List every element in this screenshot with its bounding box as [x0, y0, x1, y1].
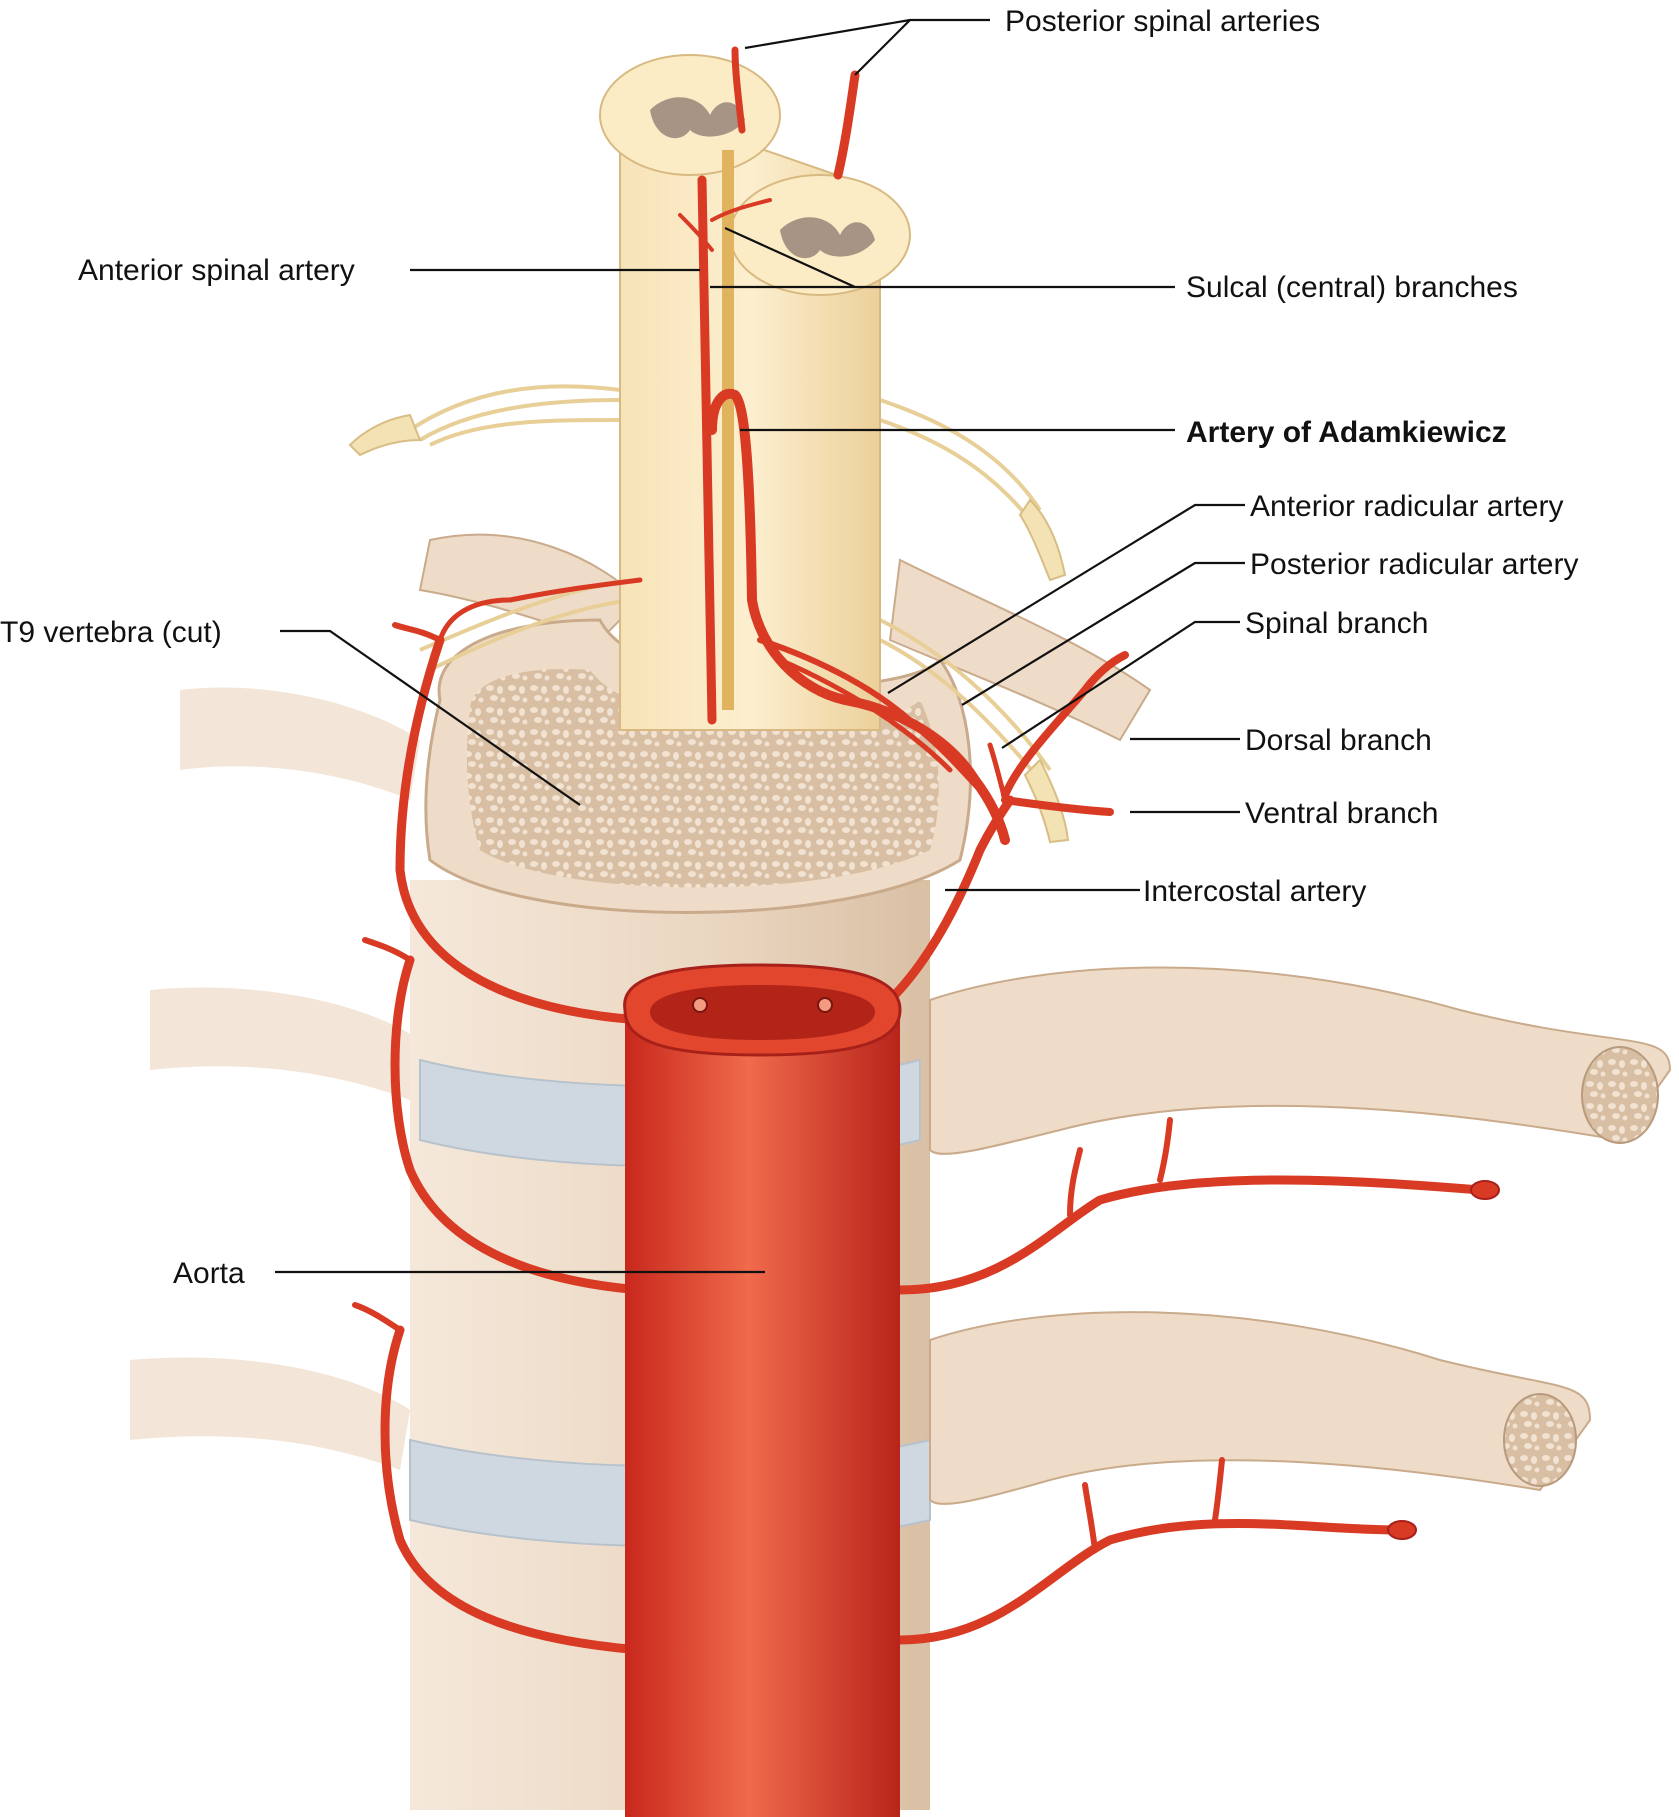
cancellous-bone-icon: [467, 669, 939, 888]
grey-matter-upper: [650, 97, 745, 139]
labels: Posterior spinal arteries Anterior spina…: [0, 5, 1578, 1290]
leader-posterior-radicular: [961, 561, 1245, 706]
cut-rib-end-lower: [1503, 1393, 1577, 1487]
label-artery-of-adamkiewicz: Artery of Adamkiewicz: [1186, 416, 1507, 449]
intercostal-artery-t9: [885, 795, 1015, 1005]
leader-posterior-spinal-left: [744, 18, 990, 50]
left-ribs: [130, 687, 420, 1470]
label-anterior-radicular-artery: Anterior radicular artery: [1250, 490, 1563, 523]
spinal-nerves: [348, 413, 1070, 844]
aorta: [623, 963, 902, 1817]
ventral-branch: [1001, 796, 1114, 816]
label-posterior-spinal-arteries: Posterior spinal arteries: [1005, 5, 1320, 38]
spinal-cord: [599, 54, 911, 731]
artery-cut-ends: [1387, 1180, 1500, 1540]
posterior-spinal-artery-right: [833, 70, 860, 180]
grey-matter-lower: [780, 217, 875, 259]
label-dorsal-branch: Dorsal branch: [1245, 724, 1432, 757]
leader-posterior-spinal-right: [854, 19, 911, 76]
cut-rib-end-upper: [1581, 1046, 1659, 1144]
arteries: [352, 46, 1485, 1655]
aorta-lumen-icon: [650, 985, 875, 1040]
nerve-roots: [408, 384, 1052, 782]
leader-lines: [275, 18, 1245, 1274]
right-ribs: [929, 966, 1672, 1505]
anterior-radicular-artery: [757, 637, 993, 803]
intercostal-artery-lower-2: [895, 1518, 1405, 1645]
anterior-spinal-artery: [697, 175, 717, 725]
label-aorta: Aorta: [173, 1257, 245, 1290]
label-ventral-branch: Ventral branch: [1245, 797, 1438, 830]
label-spinal-branch: Spinal branch: [1245, 607, 1428, 640]
leader-anterior-radicular: [887, 503, 1245, 694]
left-segmental-artery: [395, 635, 645, 1025]
label-t9-vertebra: T9 vertebra (cut): [0, 616, 222, 649]
label-posterior-radicular-artery: Posterior radicular artery: [1250, 548, 1578, 581]
label-sulcal-branches: Sulcal (central) branches: [1186, 271, 1518, 304]
leader-spinal-branch: [1001, 620, 1240, 749]
label-anterior-spinal-artery: Anterior spinal artery: [78, 254, 355, 287]
leader-t9-vertebra: [280, 629, 581, 806]
posterior-spinal-artery-left: [731, 46, 746, 134]
posterior-radicular-artery: [777, 657, 953, 773]
label-intercostal-artery: Intercostal artery: [1143, 875, 1366, 908]
intercostal-artery-lower-1: [895, 1175, 1485, 1295]
anterior-median-fissure: [722, 150, 734, 710]
spinal-branch: [987, 742, 1008, 803]
